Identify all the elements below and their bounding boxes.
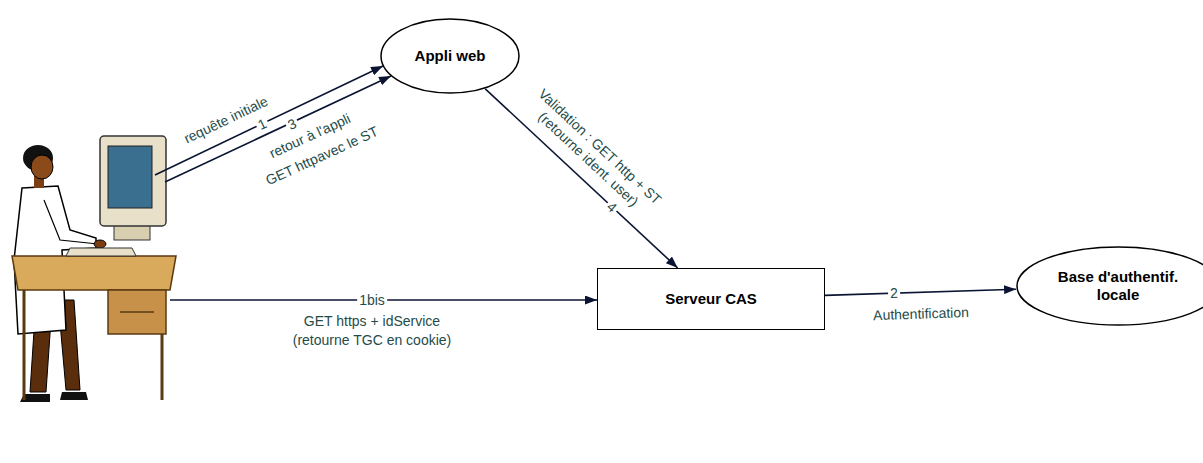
- ellipse-outline: [380, 18, 520, 94]
- connector-arrow: [485, 89, 677, 268]
- edge-label: Validation : GET http + ST (retourne ide…: [511, 74, 677, 232]
- login-arrow: [170, 299, 597, 301]
- desk-leg: [23, 290, 26, 400]
- computer: [100, 136, 166, 240]
- step-number: 2: [888, 286, 900, 300]
- server-box: Serveur CAS: [597, 268, 825, 330]
- desk: [12, 248, 176, 400]
- step-label: GET https + idService: [304, 313, 440, 330]
- step-label: (retourne TGC en cookie): [293, 332, 451, 349]
- monitor: [100, 136, 166, 226]
- face: [31, 155, 53, 179]
- node-label: Appli web: [415, 47, 486, 65]
- hand: [94, 240, 106, 248]
- step-number: 1: [254, 115, 271, 133]
- keyboard: [66, 248, 136, 256]
- screen: [108, 146, 152, 208]
- desk-leg: [161, 334, 164, 400]
- web-app-ellipse: Appli web: [380, 18, 520, 94]
- edge-label: Authentification: [873, 304, 969, 324]
- step-number: 3: [284, 115, 301, 133]
- shoe: [60, 392, 88, 400]
- step-number: 4: [603, 198, 621, 216]
- node-label: Serveur CAS: [665, 290, 757, 308]
- ellipse-shape: [1017, 247, 1203, 325]
- step-label: requête initiale: [181, 93, 270, 147]
- request-arrow: [155, 66, 383, 175]
- step-number: 1bis: [357, 293, 387, 307]
- step-label: GET httpavec le ST: [263, 123, 381, 189]
- connector-arrow: [825, 289, 1016, 295]
- ellipse-outline: [1016, 246, 1203, 326]
- node-label: Base d'authentif. locale: [1054, 268, 1182, 304]
- step-label: retour à l'appli: [267, 110, 354, 162]
- desk-top: [12, 256, 176, 290]
- database-ellipse: Base d'authentif. locale: [1016, 246, 1203, 326]
- arm: [44, 200, 98, 244]
- ellipse-shape: [381, 19, 519, 93]
- drawer-handle: [120, 311, 154, 313]
- return-arrow: [165, 76, 391, 182]
- desk-drawer: [108, 290, 166, 334]
